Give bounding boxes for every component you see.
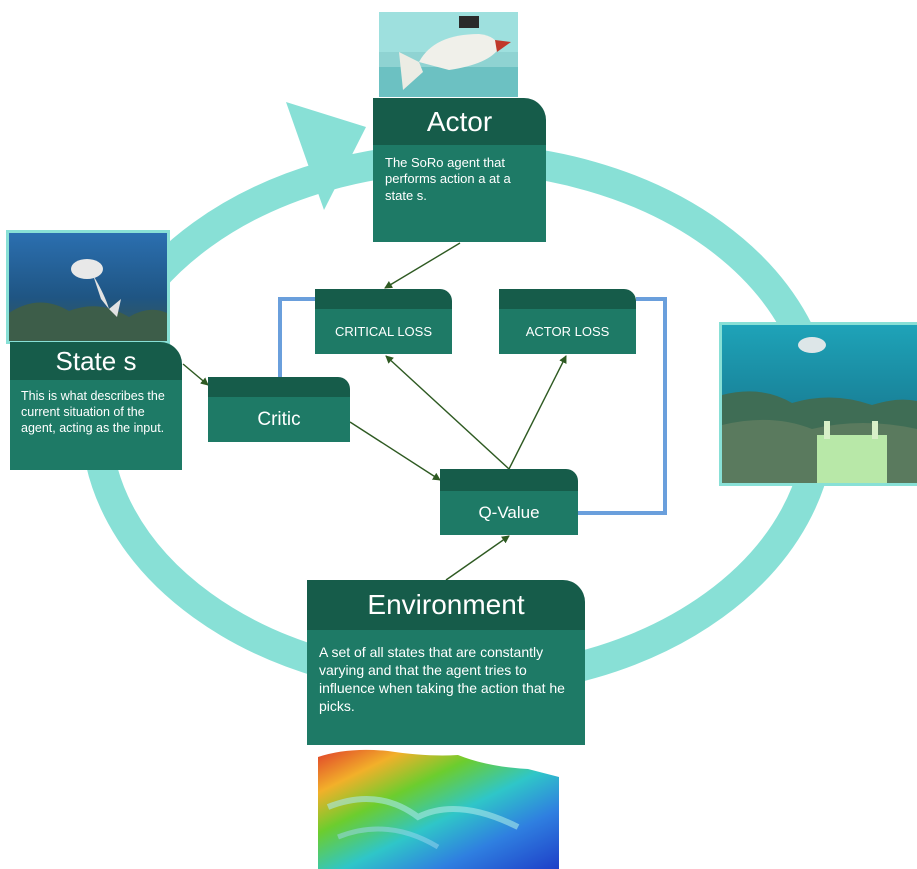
q-value-box: Q-Value (440, 469, 578, 535)
actor-header: Actor (373, 98, 546, 145)
actor-title: Actor (426, 106, 493, 137)
robotic-fish-tank-photo (379, 12, 518, 97)
environment-body: A set of all states that are constantly … (307, 630, 585, 745)
critic-header (208, 377, 350, 397)
actor-loss-body: ACTOR LOSS (499, 309, 636, 354)
state-header: State s (10, 342, 182, 380)
environment-header: Environment (307, 580, 585, 630)
actor-body: The SoRo agent that performs action a at… (373, 145, 546, 242)
actor-loss-box: ACTOR LOSS (499, 289, 636, 354)
actor-description: The SoRo agent that performs action a at… (385, 155, 511, 203)
actor-loss-label: ACTOR LOSS (525, 324, 610, 339)
arrow-qvalue-to-actor-loss (508, 355, 567, 470)
critical-loss-label: CRITICAL LOSS (334, 324, 433, 339)
q-value-header (440, 469, 578, 491)
arrow-qvalue-to-critical-loss (385, 355, 510, 470)
actor-box: Actor The SoRo agent that performs actio… (373, 98, 546, 242)
environment-description: A set of all states that are constantly … (319, 644, 565, 714)
critic-body: Critic (208, 397, 350, 442)
arrow-environment-to-qvalue (445, 535, 510, 581)
critic-box: Critic (208, 377, 350, 442)
critic-label: Critic (257, 408, 301, 430)
critic-loss-feedback-line (278, 297, 316, 377)
q-value-body: Q-Value (440, 491, 578, 535)
arrow-critic-to-qvalue (349, 421, 441, 481)
critical-loss-body: CRITICAL LOSS (315, 309, 452, 354)
arrow-state-to-critic (182, 363, 209, 386)
state-body: This is what describes the current situa… (10, 380, 182, 470)
critical-loss-box: CRITICAL LOSS (315, 289, 452, 354)
actor-loss-header (499, 289, 636, 309)
environment-box: Environment A set of all states that are… (307, 580, 585, 745)
cycle-arrowhead (286, 102, 366, 210)
qvalue-actor-loss-feedback-line (578, 297, 667, 515)
arrow-actor-to-critical-loss (384, 242, 461, 289)
environment-title: Environment (367, 589, 525, 620)
seafloor-bathymetry-map (318, 747, 559, 869)
critical-loss-header (315, 289, 452, 309)
state-description: This is what describes the current situa… (21, 389, 165, 435)
coral-reef-photo (719, 322, 917, 486)
robotic-fish-underwater-photo (6, 230, 170, 344)
state-box: State s This is what describes the curre… (10, 342, 182, 470)
q-value-label: Q-Value (478, 503, 540, 522)
state-title: State s (55, 346, 137, 376)
